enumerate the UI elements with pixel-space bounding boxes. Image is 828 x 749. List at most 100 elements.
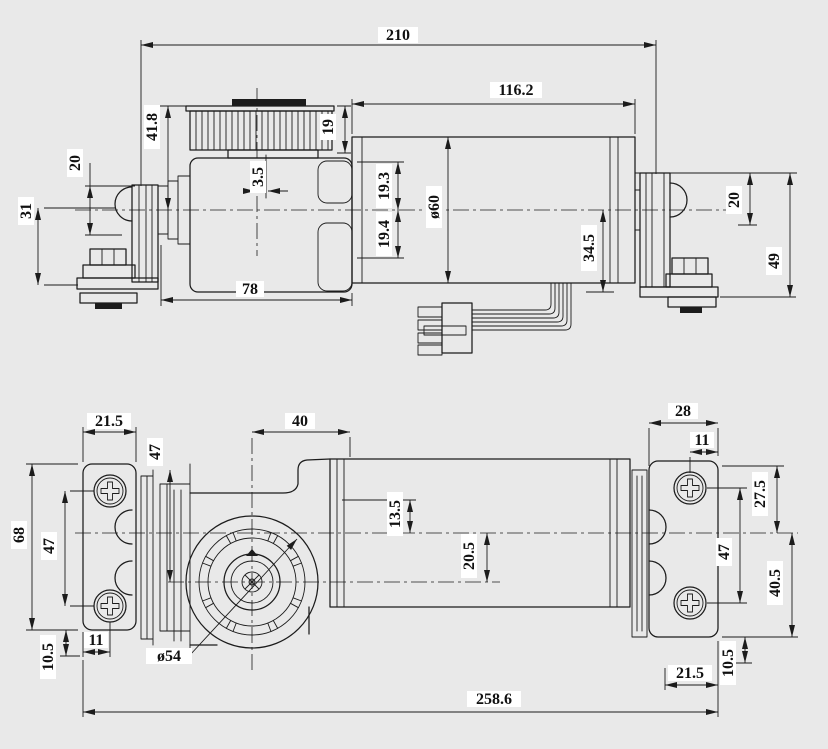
- svg-text:13.5: 13.5: [387, 500, 404, 528]
- svg-text:116.2: 116.2: [498, 82, 533, 99]
- label-overall-length: 210: [378, 27, 418, 44]
- pulley-teeth: [195, 110, 329, 151]
- svg-text:20.5: 20.5: [461, 542, 478, 570]
- label-left-hole-pitch: 47: [41, 532, 58, 560]
- label-left-bottom-offset: 10.5: [40, 635, 57, 679]
- left-mounting-bracket: [76, 184, 159, 309]
- shaft-bore-circle: [230, 560, 274, 604]
- svg-text:11: 11: [694, 432, 709, 449]
- label-gearbox-length: 78: [236, 281, 264, 298]
- svg-text:11: 11: [88, 632, 103, 649]
- svg-text:40: 40: [292, 413, 308, 430]
- rib-circle-outer: [198, 528, 306, 636]
- motor-endcap-lines: [361, 136, 619, 284]
- svg-text:19: 19: [320, 119, 337, 135]
- ext-left-offset: [85, 163, 135, 236]
- left-mounting-plate: [82, 463, 191, 649]
- pulley-cap: [232, 99, 306, 106]
- bumper-plate-3: [177, 175, 191, 245]
- hex-bolt-facets: [683, 257, 697, 275]
- svg-text:78: 78: [242, 281, 258, 298]
- ext-right-plate-width: [648, 428, 719, 466]
- ext-left-height: [44, 207, 116, 286]
- label-flange-lower: 19.4: [376, 212, 393, 256]
- ext-left-hole-pitch: [70, 490, 94, 607]
- lock-nut: [680, 307, 702, 313]
- svg-text:3.5: 3.5: [250, 167, 267, 187]
- motor-body: [329, 458, 631, 608]
- motor-cylinder: [329, 458, 631, 608]
- rubber-bumper: [669, 182, 688, 218]
- bumper-stack-lines: [631, 469, 648, 638]
- bracket-plate-lines: [645, 172, 665, 288]
- label-shaft-axis-offset: 20.5: [461, 534, 478, 578]
- label-right-top-to-axis: 27.5: [752, 472, 769, 516]
- label-axis-to-bottom: 40.5: [767, 561, 784, 605]
- label-left-plate-height: 68: [11, 521, 28, 549]
- housing-top-edge: [189, 458, 331, 494]
- phillips-cross-icon: [100, 481, 120, 501]
- side-view-dimensions: 210 116.2 41.8 19 20 31: [18, 27, 797, 306]
- side-view: 210 116.2 41.8 19 20 31: [18, 27, 797, 356]
- svg-text:210: 210: [386, 27, 410, 44]
- connector-pin-1: [417, 306, 443, 318]
- wires: [471, 282, 572, 331]
- svg-text:21.5: 21.5: [676, 665, 704, 682]
- label-wire-exit: 34.5: [581, 225, 598, 271]
- label-right-bottom-width: 21.5: [668, 665, 712, 682]
- housing-outer-circle: [185, 515, 319, 649]
- leader-housing-diameter: [189, 538, 298, 656]
- svg-text:20: 20: [67, 155, 84, 171]
- bolt-washer: [82, 264, 136, 279]
- svg-text:34.5: 34.5: [581, 234, 598, 262]
- svg-text:28: 28: [675, 403, 691, 420]
- svg-text:ø54: ø54: [157, 648, 181, 665]
- label-pulley-height: 41.8: [144, 105, 161, 149]
- svg-text:31: 31: [18, 203, 35, 219]
- timing-pulley: [185, 99, 335, 159]
- connector-latch: [423, 325, 467, 336]
- label-right-offset: 20: [726, 186, 743, 214]
- rubber-bumpers: [648, 509, 667, 596]
- wire-harness: [417, 282, 572, 356]
- ext-overall: [140, 40, 657, 186]
- center-cross-icon: [244, 574, 260, 590]
- motor-endcap-lines: [336, 458, 618, 608]
- label-pulley-width: 19: [320, 114, 337, 140]
- svg-text:21.5: 21.5: [95, 413, 123, 430]
- label-right-plate-width: 28: [668, 403, 698, 420]
- rubber-bumpers: [114, 509, 133, 596]
- label-bumper-stack: 47: [147, 438, 164, 466]
- phillips-cross-icon: [680, 593, 700, 613]
- svg-text:68: 68: [11, 527, 28, 543]
- worm-gear-circles: [185, 515, 319, 649]
- right-mounting-plate: [631, 460, 719, 638]
- phillips-screw-bottom-right: [673, 586, 707, 620]
- label-left-offset: 20: [67, 149, 84, 177]
- ext-right-offset: [635, 172, 797, 226]
- svg-text:49: 49: [766, 253, 783, 269]
- connector-pin-4: [417, 344, 443, 356]
- svg-text:258.6: 258.6: [476, 691, 512, 708]
- label-shaft-to-flange: 40: [285, 413, 315, 430]
- label-left-height: 31: [18, 197, 35, 225]
- label-flange-upper: 19.3: [376, 164, 393, 208]
- lock-nut: [95, 303, 122, 309]
- svg-text:20: 20: [726, 192, 743, 208]
- label-left-hole-inset: 11: [84, 632, 108, 649]
- housing-bottom-edge: [189, 606, 310, 646]
- plan-view-dimensions: 21.5 47 40 28 11 68 47: [11, 403, 798, 717]
- connector-pin-2: [417, 319, 443, 331]
- hex-bolt-facets: [101, 248, 115, 266]
- label-flange-to-axis: 13.5: [387, 492, 404, 536]
- bracket-plate-lines: [138, 184, 153, 283]
- label-housing-diameter: ø54: [146, 648, 192, 665]
- phillips-cross-icon: [680, 478, 700, 498]
- index-mark: [246, 549, 258, 556]
- plate-outline: [82, 463, 137, 631]
- svg-text:19.3: 19.3: [376, 172, 393, 200]
- bolt-washer: [665, 273, 713, 288]
